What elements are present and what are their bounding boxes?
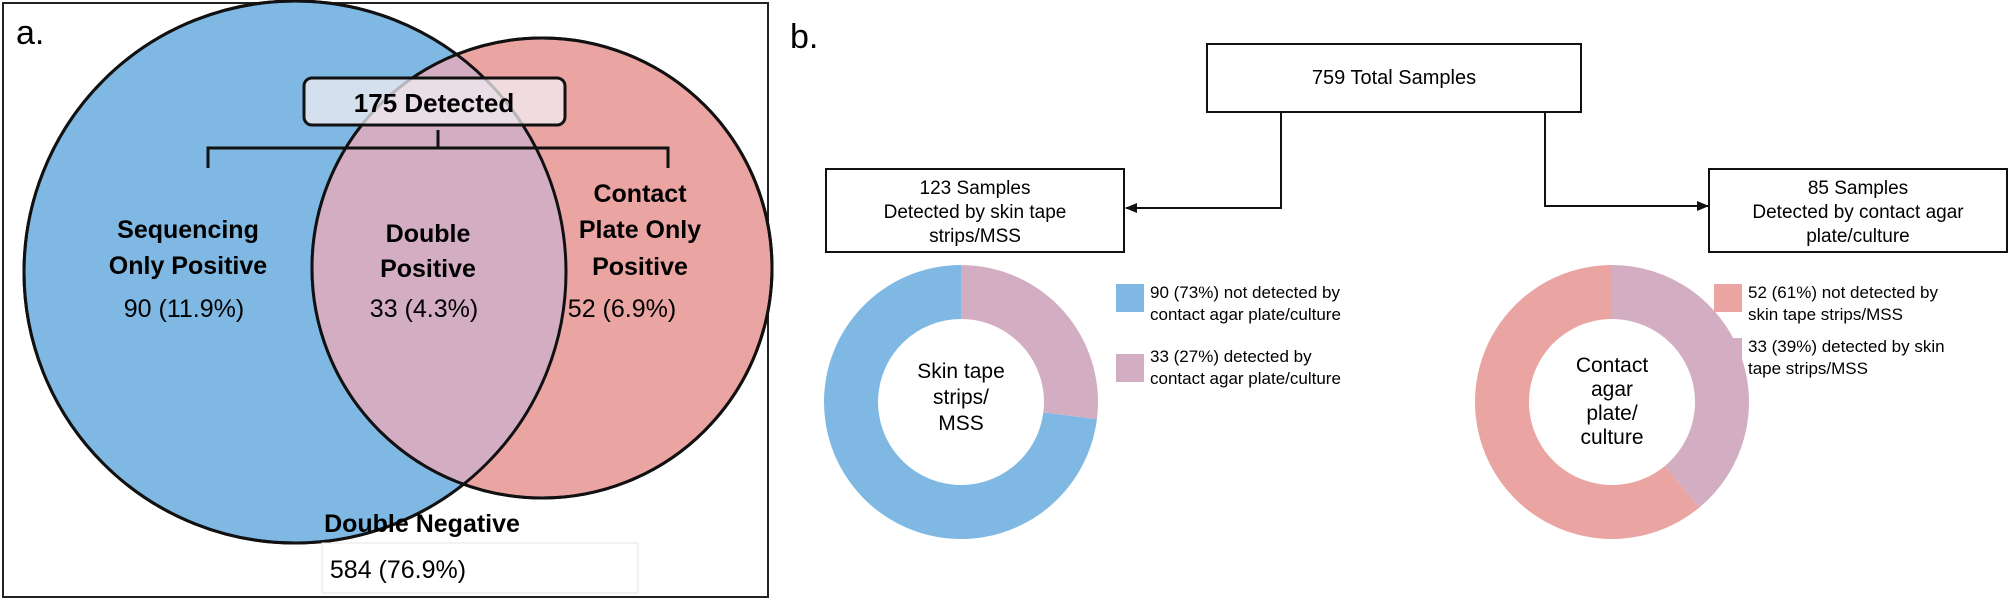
sequencing-title-line2: Only Positive xyxy=(109,252,267,280)
panel-b-label: b. xyxy=(790,18,818,56)
skin-tape-box-line3: strips/MSS xyxy=(929,226,1021,247)
contact-agar-box xyxy=(1708,168,2008,253)
skin-tape-donut-center-line1: Skin tape xyxy=(917,360,1005,383)
contact-agar-donut-center-line1: Contact xyxy=(1576,354,1649,377)
contact-agar-donut-center-line4: culture xyxy=(1580,426,1643,449)
double-positive-title-line1: Double xyxy=(386,220,471,248)
legend-detected-skin-line1: 33 (39%) detected by skin xyxy=(1748,337,1945,356)
right-connector-arrow xyxy=(1544,112,1709,211)
detected-bracket xyxy=(206,130,670,168)
double-positive-value: 33 (4.3%) xyxy=(370,295,478,323)
skin-tape-box-line2: Detected by skin tape xyxy=(884,202,1067,223)
contact-plate-outline xyxy=(310,36,774,500)
legend-detected-skin-line2: tape strips/MSS xyxy=(1748,359,1868,378)
legend-not-detected-skin-line1: 52 (61%) not detected by xyxy=(1748,283,1938,302)
panel-b: b. 759 Total Samples 123 Samples Detecte… xyxy=(790,18,2008,540)
left-connector-arrow xyxy=(1125,112,1282,213)
contact-agar-donut-center-line3: plate/ xyxy=(1586,402,1638,425)
overlap-region xyxy=(312,38,566,498)
contact-agar-donut-segment-1 xyxy=(1612,265,1749,508)
double-negative-value: 584 (76.9%) xyxy=(330,556,466,584)
legend-not-detected-contact-line2: contact agar plate/culture xyxy=(1150,305,1341,324)
legend-detected-contact-line1: 33 (27%) detected by xyxy=(1150,347,1312,366)
legend-swatch-not-detected-skin xyxy=(1714,284,1742,312)
legend-not-detected-skin-line2: skin tape strips/MSS xyxy=(1748,305,1903,324)
contact-agar-donut xyxy=(1474,265,1749,540)
skin-tape-box xyxy=(825,168,1125,253)
contact-agar-donut-segment-0 xyxy=(1474,265,1700,540)
skin-tape-donut-center-line2: strips/ xyxy=(933,386,989,409)
double-negative-box xyxy=(321,542,639,594)
skin-tape-donut xyxy=(823,265,1098,539)
legend-swatch-detected-skin xyxy=(1714,338,1742,366)
skin-tape-box-line1: 123 Samples xyxy=(920,178,1031,199)
double-positive-title-line2: Positive xyxy=(380,255,476,283)
total-samples-label: 759 Total Samples xyxy=(1312,67,1476,89)
double-negative-title: Double Negative xyxy=(324,510,520,538)
legend-not-detected-contact-line1: 90 (73%) not detected by xyxy=(1150,283,1340,302)
contact-value: 52 (6.9%) xyxy=(568,295,676,323)
contact-agar-box-line3: plate/culture xyxy=(1806,226,1910,247)
total-samples-box xyxy=(1206,43,1582,113)
contact-agar-box-line1: 85 Samples xyxy=(1808,178,1908,199)
contact-title-line2: Plate Only xyxy=(579,216,701,244)
legend-detected-contact-line2: contact agar plate/culture xyxy=(1150,369,1341,388)
contact-agar-donut-center-line2: agar xyxy=(1591,378,1633,401)
skin-tape-donut-segment-1 xyxy=(961,265,1098,420)
legend-swatch-not-detected-contact xyxy=(1116,284,1144,312)
sequencing-title-line1: Sequencing xyxy=(117,216,259,244)
detected-box xyxy=(302,76,567,127)
panel-a-label: a. xyxy=(16,14,44,52)
detected-label: 175 Detected xyxy=(354,88,514,118)
legend-swatch-detected-contact xyxy=(1116,354,1144,382)
skin-tape-donut-segment-0 xyxy=(823,265,1097,539)
contact-title-line3: Positive xyxy=(592,253,688,281)
contact-title-line1: Contact xyxy=(593,180,687,208)
skin-tape-donut-center-line3: MSS xyxy=(938,412,984,435)
sequencing-value: 90 (11.9%) xyxy=(124,295,244,323)
panel-a: a. 175 Detected Sequencing Only Positive… xyxy=(2,0,774,598)
contact-agar-box-line2: Detected by contact agar xyxy=(1752,202,1964,223)
sequencing-outline xyxy=(22,0,568,545)
